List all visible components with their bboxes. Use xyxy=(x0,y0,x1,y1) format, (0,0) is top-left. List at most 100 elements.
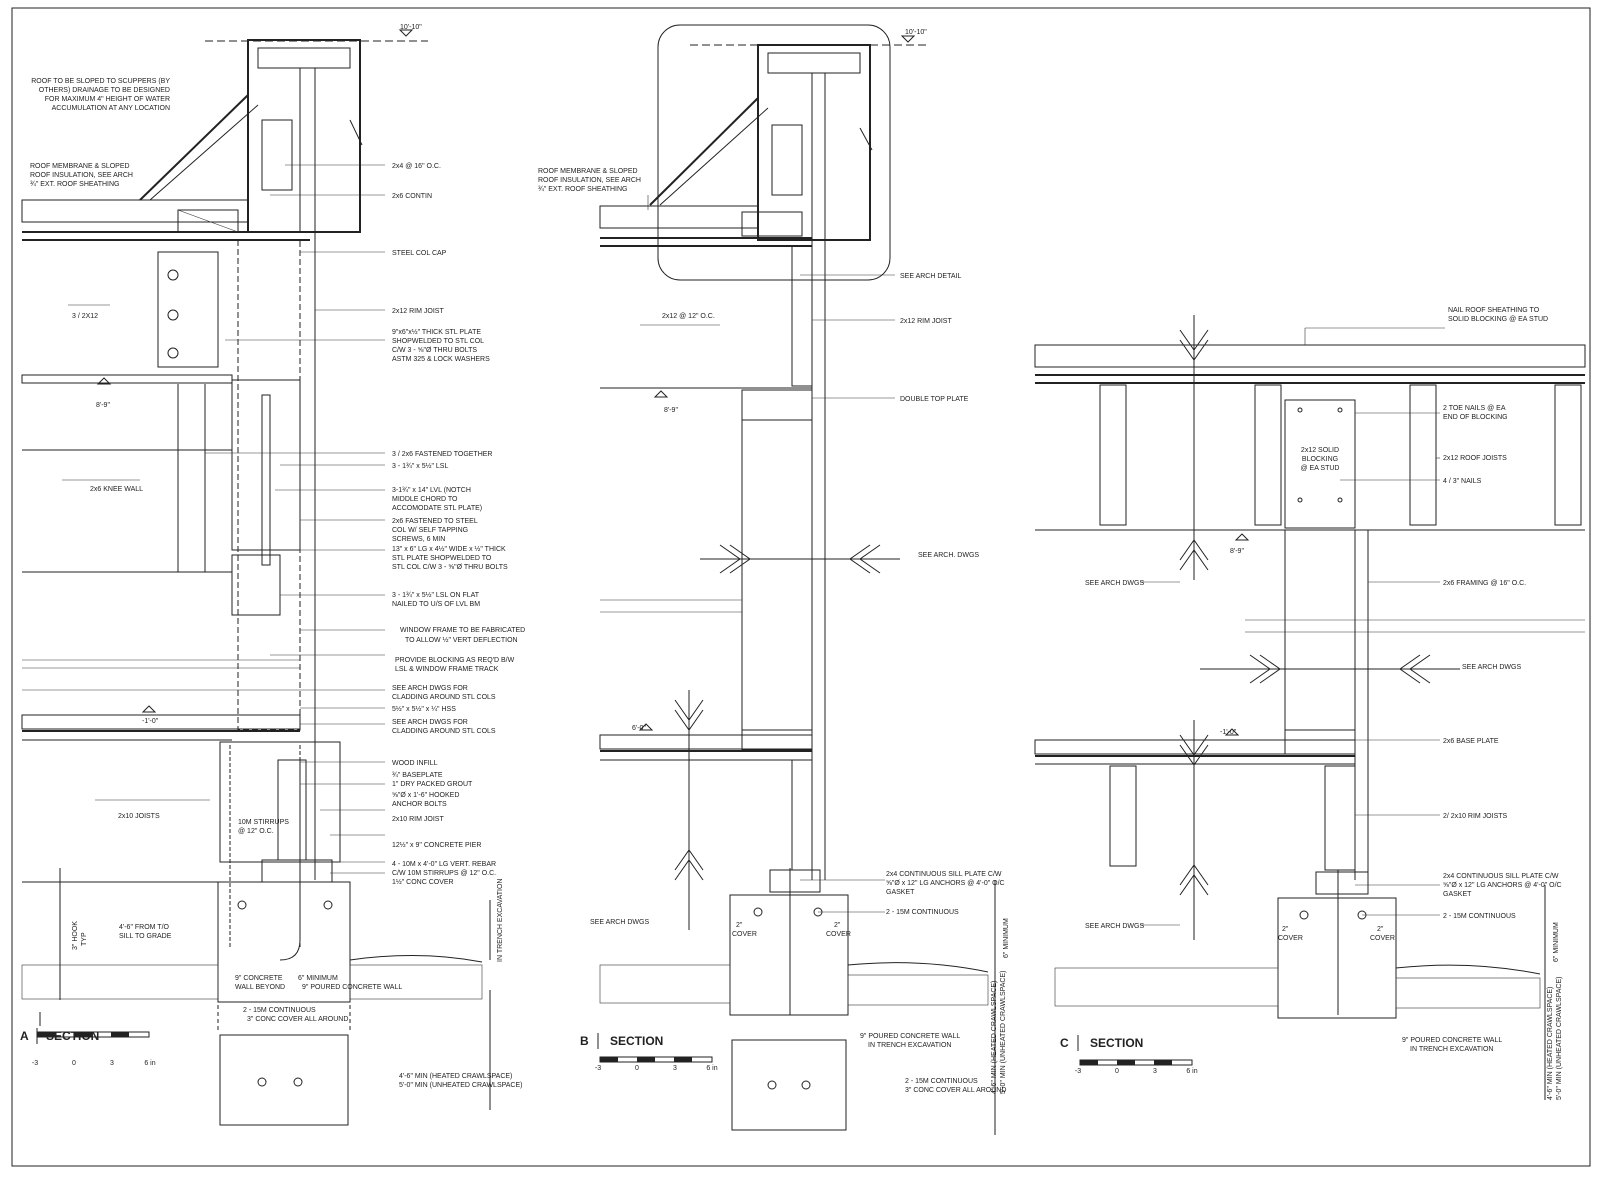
note-a-7: 2x4 @ 16" O.C. xyxy=(392,163,441,170)
detail-callout-box xyxy=(657,24,891,281)
note-b-20: 2 - 15M CONTINUOUS xyxy=(905,1078,978,1085)
note-a-49: 2x10 JOISTS xyxy=(118,813,160,820)
note-a-21: COL W/ SELF TAPPING xyxy=(392,527,468,534)
note-c-5: 4 / 3" NAILS xyxy=(1443,478,1482,485)
section-c-notes: NAIL ROOF SHEATHING TO SOLID BLOCKING @ … xyxy=(1060,307,1563,1100)
note-b-13: 2" xyxy=(736,922,743,929)
note-a-4: ROOF MEMBRANE & SLOPED xyxy=(30,163,130,170)
note-a-43: 12½" x 9" CONCRETE PIER xyxy=(392,841,481,849)
note-a-28: WINDOW FRAME TO BE FABRICATED xyxy=(400,627,525,634)
note-a-25: STL COL C/W 3 - ⅝"Ø THRU BOLTS xyxy=(392,564,508,571)
note-a-26: 3 - 1¾" x 5½" LSL ON FLAT xyxy=(392,591,480,599)
note-c-10: 2x6 FRAMING @ 16" O.C. xyxy=(1443,580,1526,587)
note-c-13: 2/ 2x10 RIM JOISTS xyxy=(1443,813,1508,820)
elev-a-sill: 8'-9" xyxy=(96,402,110,409)
scale-c-tick-3: 6 in xyxy=(1186,1068,1197,1075)
scale-b-tick-0: -3 xyxy=(595,1065,601,1072)
scale-b-tick-3: 6 in xyxy=(706,1065,717,1072)
note-a-56: 3" HOOK xyxy=(72,921,79,950)
note-c-26: 4'-6" MIN (HEATED CRAWLSPACE) xyxy=(1547,987,1554,1100)
sheet-border xyxy=(11,7,1591,1167)
note-b-3: SEE ARCH DETAIL xyxy=(900,273,961,280)
note-a-41: ANCHOR BOLTS xyxy=(392,801,447,808)
note-a-32: SEE ARCH DWGS FOR xyxy=(392,685,468,692)
note-c-16: GASKET xyxy=(1443,891,1472,898)
note-b-14: COVER xyxy=(732,931,757,938)
note-c-23: 6" MINIMUM xyxy=(1553,922,1560,962)
note-c-18: SEE ARCH DWGS xyxy=(1085,923,1144,930)
note-b-5: 2x12 RIM JOIST xyxy=(900,318,952,325)
elev-a-floor: -1'-0" xyxy=(142,718,159,725)
note-a-16: 3 - 1¾" x 5½" LSL xyxy=(392,462,448,470)
note-a-1: OTHERS) DRAINAGE TO BE DESIGNED xyxy=(39,87,170,94)
note-a-47: 3 / 2X12 xyxy=(72,313,98,320)
section-a-title: SECTION xyxy=(46,1029,99,1043)
note-b-23: 5'-0" MIN (UNHEATED CRAWLSPACE) xyxy=(1000,971,1007,1094)
note-a-42: 2x10 RIM JOIST xyxy=(392,816,444,823)
elev-b-top: 10'-10" xyxy=(905,29,927,36)
note-a-39: 1" DRY PACKED GROUT xyxy=(392,781,473,788)
elev-c-sill: 8'-9" xyxy=(1230,548,1244,555)
note-a-13: C/W 3 - ⅝"Ø THRU BOLTS xyxy=(392,347,477,354)
note-c-24: 9" POURED CONCRETE WALL xyxy=(1402,1037,1502,1044)
note-c-9: SEE ARCH DWGS xyxy=(1085,580,1144,587)
note-a-60: IN TRENCH EXCAVATION xyxy=(497,879,504,963)
note-a-9: STEEL COL CAP xyxy=(392,250,447,257)
note-c-22: COVER xyxy=(1370,935,1395,942)
note-a-6: ¾" EXT. ROOF SHEATHING xyxy=(30,181,119,188)
note-a-19: ACCOMODATE STL PLATE) xyxy=(392,505,482,512)
note-a-0: ROOF TO BE SLOPED TO SCUPPERS (BY xyxy=(31,78,170,85)
note-a-22: SCREWS, 6 MIN xyxy=(392,536,445,543)
note-b-18: 9" POURED CONCRETE WALL xyxy=(860,1033,960,1040)
note-c-11: SEE ARCH DWGS xyxy=(1462,664,1521,671)
note-b-0: ROOF MEMBRANE & SLOPED xyxy=(538,168,638,175)
note-a-62: 3" CONC COVER ALL AROUND xyxy=(247,1016,348,1023)
note-a-64: 5'-0" MIN (UNHEATED CRAWLSPACE) xyxy=(399,1082,522,1089)
elev-c-floor: -1'-0" xyxy=(1220,729,1237,736)
note-a-46: 1½" CONC COVER xyxy=(392,878,454,886)
note-a-11: 9"x6"x½" THICK STL PLATE xyxy=(392,328,481,336)
note-a-61: 2 - 15M CONTINUOUS xyxy=(243,1007,316,1014)
note-a-31: LSL & WINDOW FRAME TRACK xyxy=(395,666,499,673)
section-a-letter: A xyxy=(20,1029,29,1043)
note-a-51: @ 12" O.C. xyxy=(238,828,274,835)
note-a-54: 4'-6" FROM T/O xyxy=(119,924,170,931)
note-c-15: ⅝"Ø x 12" LG ANCHORS @ 4'-0" O/C xyxy=(1443,882,1562,889)
note-c-17: 2 - 15M CONTINUOUS xyxy=(1443,913,1516,920)
note-b-11: 2 - 15M CONTINUOUS xyxy=(886,909,959,916)
note-c-1: SOLID BLOCKING @ EA STUD xyxy=(1448,316,1548,323)
note-b-4: 2x12 @ 12" O.C. xyxy=(662,313,715,320)
scale-c-tick-1: 0 xyxy=(1115,1068,1119,1075)
section-a-notes: ROOF TO BE SLOPED TO SCUPPERS (BY OTHERS… xyxy=(20,24,525,1089)
note-c-21: 2" xyxy=(1377,926,1384,933)
section-c-title: SECTION xyxy=(1090,1036,1143,1050)
note-b-2: ¾" EXT. ROOF SHEATHING xyxy=(538,186,627,193)
note-c-3: END OF BLOCKING xyxy=(1443,414,1508,421)
note-a-40: ⅝"Ø x 1'-6" HOOKED xyxy=(392,792,459,799)
note-b-1: ROOF INSULATION, SEE ARCH xyxy=(538,177,641,184)
note-a-48: 2x6 KNEE WALL xyxy=(90,486,143,493)
note-a-58: 6" MINIMUM xyxy=(298,975,338,982)
note-a-5: ROOF INSULATION, SEE ARCH xyxy=(30,172,133,179)
note-c-0: NAIL ROOF SHEATHING TO xyxy=(1448,307,1540,314)
note-a-33: CLADDING AROUND STL COLS xyxy=(392,694,496,701)
note-b-22: 4'-6" MIN (HEATED CRAWLSPACE) xyxy=(991,981,998,1094)
note-b-16: COVER xyxy=(826,931,851,938)
note-a-45: C/W 10M STIRRUPS @ 12" O.C. xyxy=(392,870,496,877)
note-a-17: 3-1¾" x 14" LVL (NOTCH xyxy=(392,487,471,494)
note-b-15: 2" xyxy=(834,922,841,929)
note-a-30: PROVIDE BLOCKING AS REQ'D B/W xyxy=(395,657,515,664)
note-a-3: ACCUMULATION AT ANY LOCATION xyxy=(52,105,170,112)
section-b-notes: ROOF MEMBRANE & SLOPED ROOF INSULATION, … xyxy=(538,29,1010,1094)
note-b-9: ⅝"Ø x 12" LG ANCHORS @ 4'-0" O/C xyxy=(886,880,1005,887)
section-b-letter: B xyxy=(580,1034,589,1048)
note-a-18: MIDDLE CHORD TO xyxy=(392,496,458,503)
note-c-14: 2x4 CONTINUOUS SILL PLATE C/W xyxy=(1443,873,1559,880)
scale-a-tick-3: 6 in xyxy=(144,1060,155,1067)
note-b-10: GASKET xyxy=(886,889,915,896)
section-a xyxy=(21,29,491,1126)
note-a-44: 4 - 10M x 4'-0" LG VERT. REBAR xyxy=(392,861,496,868)
note-b-8: 2x4 CONTINUOUS SILL PLATE C/W xyxy=(886,871,1002,878)
note-a-35: SEE ARCH DWGS FOR xyxy=(392,719,468,726)
